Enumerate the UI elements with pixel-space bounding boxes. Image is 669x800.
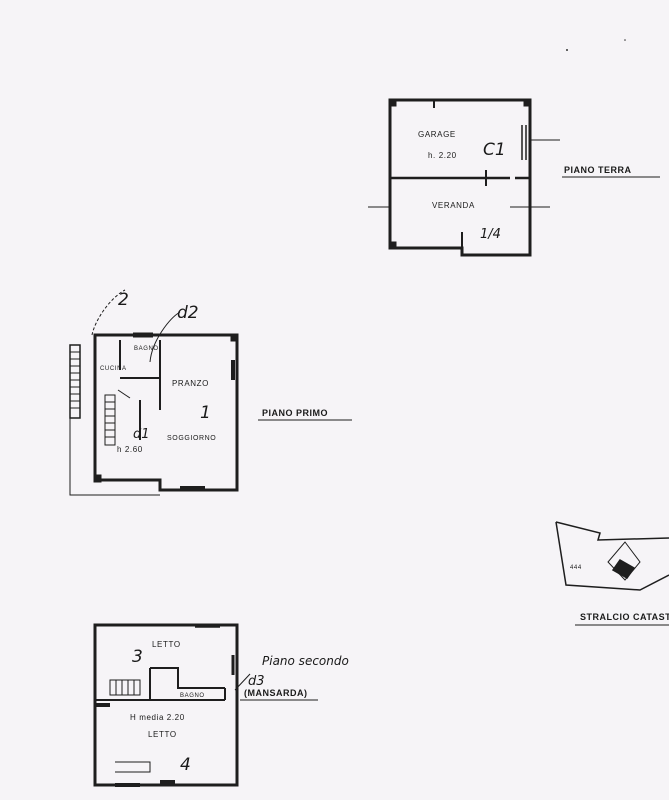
cadastral-map bbox=[555, 521, 669, 591]
veranda-mark: 1/4 bbox=[480, 227, 501, 242]
first-floor-plan bbox=[93, 332, 239, 492]
first-floor-leader-d2 bbox=[149, 311, 181, 363]
cadastral-parcel: 444 bbox=[570, 565, 582, 571]
second-floor-mark-d3: d3 bbox=[248, 674, 265, 689]
garage-mark: C1 bbox=[483, 140, 506, 160]
letto-bottom-label: LETTO bbox=[148, 730, 177, 739]
cucina-label: CUCINA bbox=[100, 366, 127, 372]
second-floor-plan bbox=[93, 623, 239, 787]
second-floor-leader-d3 bbox=[234, 673, 251, 691]
scan-speck bbox=[624, 39, 626, 41]
first-floor-mark-d1: d1 bbox=[133, 427, 150, 442]
cadastral-title: STRALCIO CATASTALE bbox=[580, 612, 669, 622]
second-floor-height: H media 2.20 bbox=[130, 713, 185, 722]
first-floor-mark-2: 2 bbox=[118, 290, 129, 310]
second-floor-stair bbox=[109, 679, 151, 773]
garage-height: h. 2.20 bbox=[428, 151, 457, 160]
first-floor-height: h 2.60 bbox=[117, 445, 143, 454]
ground-floor-plan bbox=[368, 98, 560, 257]
mansarda-label: (MANSARDA) bbox=[244, 688, 308, 698]
soggiorno-label: SOGGIORNO bbox=[167, 435, 216, 442]
first-floor-leader-2 bbox=[91, 289, 126, 336]
second-floor-mark-4: 4 bbox=[180, 755, 191, 775]
bagno-label: BAGNO bbox=[134, 346, 159, 352]
letto-top-label: LETTO bbox=[152, 640, 181, 649]
ground-floor-title: PIANO TERRA bbox=[564, 165, 632, 175]
garage-label: GARAGE bbox=[418, 130, 456, 139]
scan-speck bbox=[566, 49, 568, 51]
pranzo-label: PRANZO bbox=[172, 379, 209, 388]
first-floor-title: PIANO PRIMO bbox=[262, 408, 328, 418]
second-floor-title: Piano secondo bbox=[262, 654, 349, 668]
second-floor-mark-3: 3 bbox=[132, 647, 143, 667]
first-floor-room-number: 1 bbox=[200, 403, 211, 423]
first-floor-mark-d2: d2 bbox=[177, 303, 199, 323]
second-floor-bagno-label: BAGNO bbox=[180, 693, 205, 699]
first-floor-stair bbox=[69, 344, 160, 496]
veranda-label: VERANDA bbox=[432, 201, 475, 210]
